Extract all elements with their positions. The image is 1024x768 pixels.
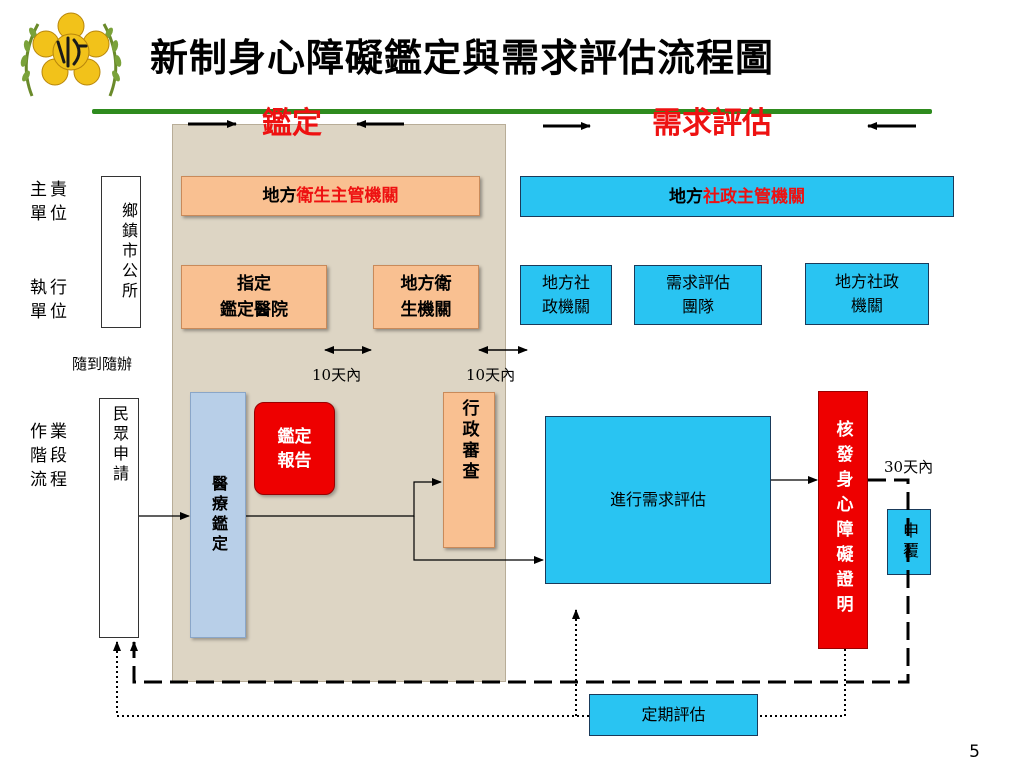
title-divider: [92, 109, 932, 114]
row-label-process: 作業階段流程: [30, 422, 70, 490]
admin-review-label: 行政審查: [458, 399, 479, 483]
local-social-agency-b-box: 地方社政 機關: [805, 263, 929, 325]
local-health-agency-box: 地方衛 生機關: [373, 265, 479, 329]
citizen-application-box: 民眾申請: [99, 398, 139, 638]
local-social-agency-b-line2: 機關: [850, 296, 883, 315]
township-office-box: 鄉鎮市公所: [101, 176, 141, 328]
designated-hospital-box: 指定 鑑定醫院: [181, 265, 327, 329]
needs-assessment-team-line1: 需求評估: [665, 273, 730, 292]
duration-label-3: 30天內: [884, 458, 934, 476]
local-social-agency-b-line1: 地方社政: [834, 272, 899, 291]
admin-review-box: 行政審查: [443, 392, 495, 548]
medical-identification-label: 醫療鑑定: [209, 475, 228, 555]
duration-label-1: 10天內: [312, 366, 362, 384]
periodic-assessment-box: 定期評估: [589, 694, 758, 736]
anytime-label: 隨到隨辦: [72, 355, 133, 373]
citizen-application-label: 民眾申請: [110, 405, 129, 485]
phase-identification-label: 鑑定: [262, 106, 322, 141]
local-social-agency-line2: 政機關: [541, 297, 590, 316]
needs-assessment-team-box: 需求評估 團隊: [634, 265, 762, 325]
social-authority-prefix: 地方: [669, 186, 703, 207]
designated-hospital-line1: 指定: [237, 274, 271, 294]
phase-arrows: [188, 120, 916, 130]
page-title: 新制身心障礙鑑定與需求評估流程圖: [150, 35, 775, 80]
duration-label-2: 10天內: [466, 366, 516, 384]
identification-report-box: 鑑定 報告: [254, 402, 335, 495]
designated-hospital-line2: 鑑定醫院: [220, 300, 288, 320]
dotted-periodic-to-citizen: [113, 641, 589, 717]
local-health-agency-line1: 地方衛: [400, 274, 452, 294]
arrow-medical-to-needs: [413, 516, 544, 564]
dotted-cert-to-periodic: [758, 649, 846, 717]
health-authority-highlight: 衛生主管機關: [296, 186, 399, 206]
identification-report-line2: 報告: [277, 450, 312, 471]
appeal-label: 申覆: [900, 522, 919, 562]
issue-certificate-box: 核發身心障礙證明: [818, 391, 868, 649]
needs-assessment-process-box: 進行需求評估: [545, 416, 771, 584]
medical-identification-box: 醫療鑑定: [190, 392, 246, 638]
social-authority-box: 地方社政主管機關: [520, 176, 954, 217]
issue-certificate-label: 核發身心障礙證明: [832, 420, 853, 620]
arrow-medical-to-review: [246, 478, 442, 517]
row-label-responsible: 主責單位: [30, 180, 70, 224]
township-office-label: 鄉鎮市公所: [119, 202, 138, 302]
health-authority-box: 地方衛生主管機關: [181, 176, 480, 216]
local-social-agency-line1: 地方社: [541, 273, 590, 292]
row-label-executing: 執行單位: [30, 278, 70, 322]
identification-report-line1: 鑑定: [277, 426, 312, 447]
ministry-logo: [12, 6, 130, 106]
page-number: 5: [969, 742, 980, 762]
social-authority-highlight: 社政主管機關: [703, 186, 805, 207]
local-health-agency-line2: 生機關: [400, 300, 452, 320]
needs-assessment-team-line2: 團隊: [681, 297, 714, 316]
local-social-agency-box: 地方社 政機關: [520, 265, 612, 325]
periodic-assessment-label: 定期評估: [641, 705, 706, 724]
health-authority-prefix: 地方: [262, 186, 297, 206]
phase-needs-label: 需求評估: [652, 106, 772, 141]
dashed-appeal-loop: [130, 478, 910, 684]
needs-assessment-process-label: 進行需求評估: [609, 490, 706, 509]
